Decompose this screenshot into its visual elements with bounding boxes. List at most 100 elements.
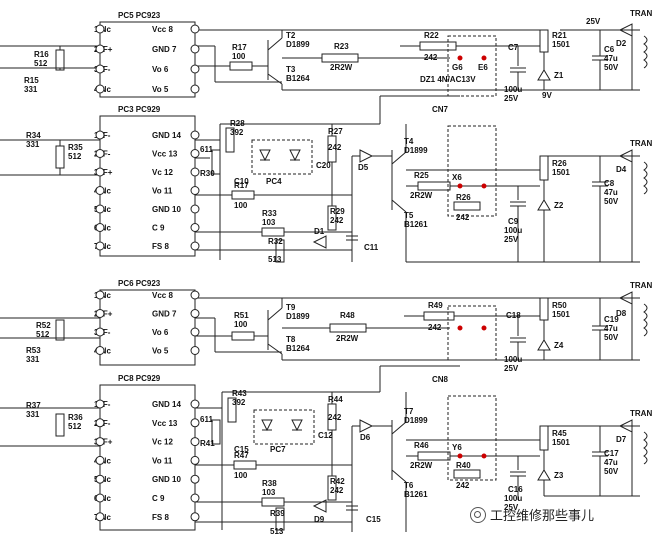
- resistor-r49: [423, 311, 455, 321]
- label-r21v: 1501: [552, 40, 570, 49]
- label-r49: R49: [428, 301, 443, 310]
- resistor-r16: [55, 49, 65, 71]
- label-c7v: 100u: [504, 85, 522, 94]
- pin-circle: [95, 84, 105, 94]
- label-t2v: D1899: [286, 40, 310, 49]
- label-r26b: R26: [456, 193, 471, 202]
- label-r51: R51: [234, 311, 249, 320]
- pin-label-right: Vc 12: [152, 168, 173, 177]
- label-t4: T4: [404, 137, 414, 146]
- pin-circle: [190, 346, 200, 355]
- resistor-r48: [329, 323, 367, 333]
- label-r35v: 512: [68, 152, 82, 161]
- label-c15: C15: [234, 445, 249, 454]
- resistor-r30: [211, 149, 221, 175]
- label-r32v: 513: [268, 255, 282, 264]
- label-r17b: R17: [234, 181, 249, 190]
- label-r28v: 392: [230, 128, 244, 137]
- label-r21: R21: [552, 31, 567, 40]
- label-r44: R44: [328, 395, 343, 404]
- pin-circle: [95, 130, 105, 140]
- label-t3: T3: [286, 65, 296, 74]
- pin-circle: [190, 512, 200, 522]
- resistor-r28: [225, 127, 235, 153]
- resistor-r21: [539, 29, 549, 53]
- pin-circle: [190, 204, 200, 214]
- pin-label-right: Vo 5: [152, 85, 169, 94]
- zener-z4: [537, 339, 551, 351]
- label-tran1: TRAN: [630, 9, 652, 18]
- resistor-r17b: [231, 190, 255, 200]
- component-labels: R16 512 R15 331 R17 100 T2 D1899 T3 B126…: [24, 9, 652, 536]
- label-c7w: 25V: [504, 94, 519, 103]
- label-nine: 9V: [542, 91, 552, 100]
- label-c16: C16: [508, 485, 523, 494]
- pin-label-right: C 9: [152, 224, 165, 233]
- label-r41: R41: [200, 439, 215, 448]
- resistor-r26: [539, 155, 549, 181]
- label-c18v: 100u: [504, 355, 522, 364]
- label-r25v: 2R2W: [410, 191, 433, 200]
- watermark: 工控维修那些事儿: [470, 505, 594, 524]
- label-c6w: 50V: [604, 63, 619, 72]
- pin-circle: [95, 346, 105, 355]
- resistor-r46: [417, 451, 451, 461]
- diode-d9: [312, 499, 327, 513]
- label-r22: R22: [424, 31, 439, 40]
- pin-label-right: C 9: [152, 494, 165, 503]
- label-t7: T7: [404, 407, 414, 416]
- label-z4: Z4: [554, 341, 564, 350]
- label-r33: R33: [262, 209, 277, 218]
- label-cn8: CN8: [432, 375, 449, 384]
- label-r29: R29: [330, 207, 345, 216]
- jumper-box-4: [447, 395, 497, 481]
- label-pc4: PC4: [266, 177, 282, 186]
- label-r51v: 100: [234, 320, 248, 329]
- pin-circle: [190, 186, 200, 195]
- pin-circle: [95, 327, 105, 337]
- zener-z3: [537, 469, 551, 481]
- chip-title: PC3 PC929: [118, 105, 161, 114]
- label-z1: Z1: [554, 71, 564, 80]
- label-d4: D4: [616, 165, 627, 174]
- label-r27v: 242: [328, 143, 342, 152]
- label-c17: C17: [604, 449, 619, 458]
- label-t7v: D1899: [404, 416, 428, 425]
- resistor-r36: [55, 413, 65, 437]
- label-c10: C10: [234, 177, 249, 186]
- label-d1: D1: [314, 227, 325, 236]
- label-r48: R48: [340, 311, 355, 320]
- chip-pc5: [99, 21, 196, 98]
- pin-label-right: Vo 11: [152, 456, 173, 465]
- label-c8v: 47u: [604, 188, 618, 197]
- resistor-r35: [55, 145, 65, 169]
- label-r23: R23: [334, 42, 349, 51]
- label-c16w: 25V: [504, 503, 519, 512]
- label-r29v: 242: [330, 216, 344, 225]
- pin-circle: [95, 149, 105, 158]
- label-r53: R53: [26, 346, 41, 355]
- jumper-box-3: [447, 305, 497, 361]
- label-r26v: 1501: [552, 168, 570, 177]
- label-t5v: B1261: [404, 220, 428, 229]
- pin-label-right: Vo 11: [152, 187, 173, 196]
- chip-title: PC8 PC929: [118, 374, 161, 383]
- label-c20: C20: [316, 161, 331, 170]
- label-r52: R52: [36, 321, 51, 330]
- label-r35: R35: [68, 143, 83, 152]
- label-r49v: 242: [428, 323, 442, 332]
- pin-circle: [190, 437, 200, 447]
- label-r25: R25: [414, 171, 429, 180]
- label-c19w: 50V: [604, 333, 619, 342]
- label-tran4: TRAN: [630, 409, 652, 418]
- label-r40: R40: [456, 461, 471, 470]
- label-r48v: 2R2W: [336, 334, 359, 343]
- resistor-r25: [417, 181, 451, 191]
- label-r46v: 2R2W: [410, 461, 433, 470]
- resistor-r17: [229, 61, 253, 71]
- optocoupler-pc7: [253, 409, 315, 445]
- label-c18: C18: [506, 311, 521, 320]
- diode-d6: [359, 419, 374, 433]
- label-c9: C9: [508, 217, 519, 226]
